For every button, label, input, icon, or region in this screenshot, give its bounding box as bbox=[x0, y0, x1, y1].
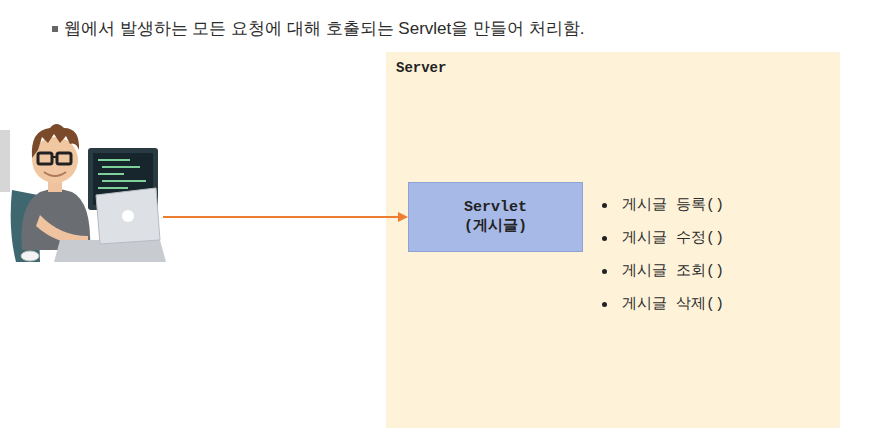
description-text: 웹에서 발생하는 모든 요청에 대해 호출되는 Servlet을 만들어 처리함… bbox=[64, 18, 584, 40]
arrow-head bbox=[398, 212, 408, 222]
developer-figure bbox=[11, 124, 166, 262]
method-item: 게시글 등록() bbox=[622, 196, 724, 216]
server-region: ServerServlet (게시글) bbox=[386, 52, 840, 428]
dot-bullet bbox=[602, 236, 607, 241]
dot-bullet bbox=[602, 302, 607, 307]
dot-bullet bbox=[602, 269, 607, 274]
method-item: 게시글 수정() bbox=[622, 229, 724, 249]
side-panel bbox=[0, 130, 10, 192]
box-label: Servlet (게시글) bbox=[464, 198, 527, 237]
method-item: 게시글 삭제() bbox=[622, 295, 724, 315]
region-title: Server bbox=[396, 59, 446, 77]
request-arrow bbox=[163, 216, 386, 218]
dot-bullet bbox=[602, 203, 607, 208]
arrow-shaft bbox=[386, 216, 400, 218]
method-item: 게시글 조회() bbox=[622, 262, 724, 282]
square-bullet bbox=[52, 26, 58, 32]
servlet-box: Servlet (게시글) bbox=[408, 182, 583, 252]
